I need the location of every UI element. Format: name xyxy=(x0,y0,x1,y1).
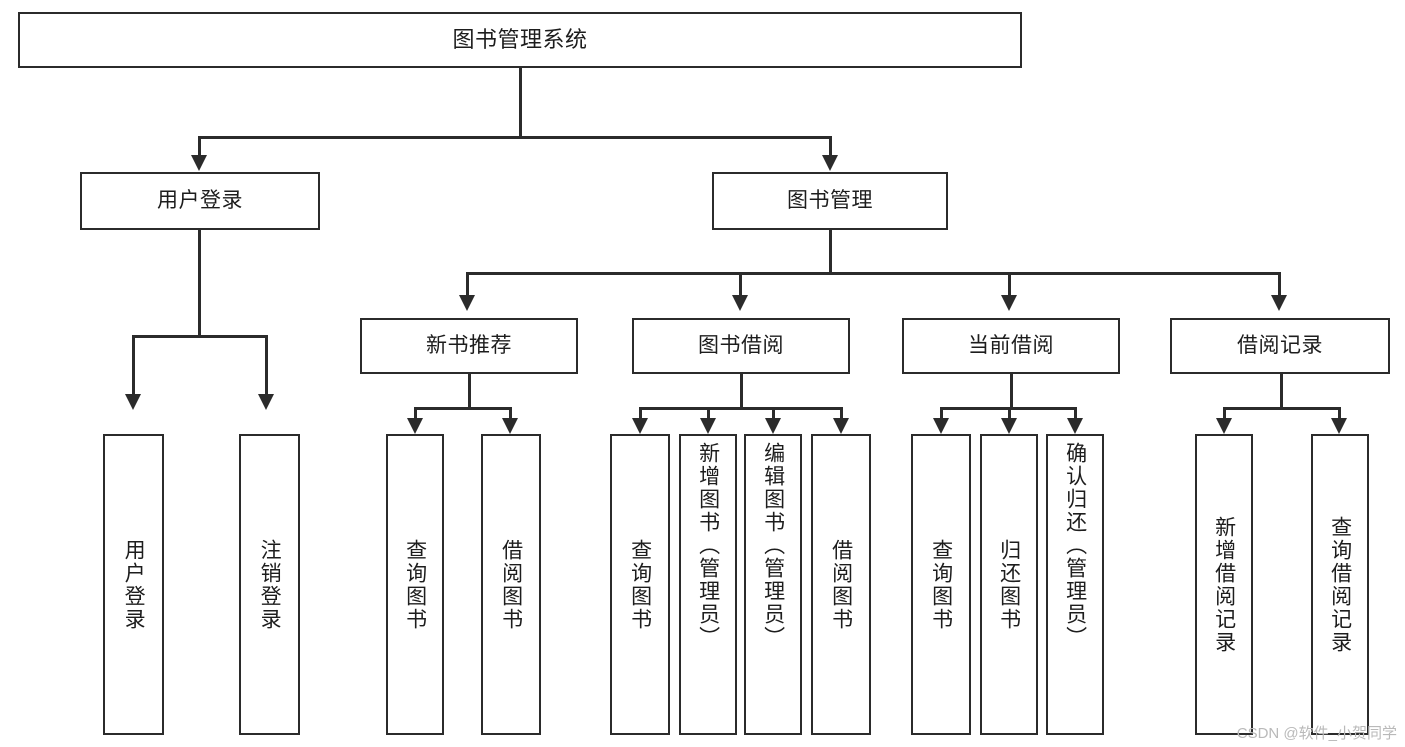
arrowhead-tier2-current xyxy=(1001,295,1017,311)
connector-borrow-drop-2 xyxy=(707,407,710,421)
connector-tier2-drop-newbook xyxy=(466,272,469,298)
connector-tier1-drop-login xyxy=(198,136,201,158)
leaf-borrow-book[interactable]: 借阅图书 xyxy=(811,434,871,735)
node-root-system[interactable]: 图书管理系统 xyxy=(18,12,1022,68)
connector-borrow-stem xyxy=(740,374,743,410)
arrowhead-borrow-leaf-3 xyxy=(765,418,781,434)
node-book-borrow[interactable]: 图书借阅 xyxy=(632,318,850,374)
leaf-label: 查询图书 xyxy=(628,538,652,631)
connector-login-stem xyxy=(198,230,201,337)
leaf-confirm-return[interactable]: 确认归还（管理员） xyxy=(1046,434,1104,735)
leaf-label: 新增图书（管理员） xyxy=(696,442,720,649)
leaf-label: 查询图书 xyxy=(929,538,953,631)
leaf-query-book-recommend[interactable]: 查询图书 xyxy=(386,434,444,735)
leaf-label: 借阅图书 xyxy=(499,538,523,631)
leaf-label: 注销登录 xyxy=(258,538,282,631)
arrowhead-newbook-leaf-2 xyxy=(502,418,518,434)
leaf-edit-book[interactable]: 编辑图书（管理员） xyxy=(744,434,802,735)
leaf-user-login[interactable]: 用户登录 xyxy=(103,434,164,735)
connector-tier1-drop-bookmgmt xyxy=(829,136,832,158)
node-label: 图书管理 xyxy=(787,188,873,212)
connector-borrow-bus xyxy=(639,407,843,410)
node-book-management[interactable]: 图书管理 xyxy=(712,172,948,230)
arrowhead-tier1-login xyxy=(191,155,207,171)
arrowhead-current-leaf-1 xyxy=(933,418,949,434)
arrowhead-record-leaf-2 xyxy=(1331,418,1347,434)
connector-tier1-bus xyxy=(198,136,832,139)
arrowhead-tier2-record xyxy=(1271,295,1287,311)
leaf-label: 查询图书 xyxy=(403,538,427,631)
node-label: 图书借阅 xyxy=(698,333,784,357)
arrowhead-tier2-borrow xyxy=(732,295,748,311)
leaf-borrow-book-recommend[interactable]: 借阅图书 xyxy=(481,434,541,735)
leaf-label: 新增借阅记录 xyxy=(1212,515,1236,654)
connector-borrow-drop-3 xyxy=(772,407,775,421)
connector-newbook-drop-2 xyxy=(509,407,512,421)
arrowhead-current-leaf-3 xyxy=(1067,418,1083,434)
node-current-borrow[interactable]: 当前借阅 xyxy=(902,318,1120,374)
leaf-logout[interactable]: 注销登录 xyxy=(239,434,300,735)
connector-record-bus xyxy=(1223,407,1341,410)
connector-root-stem xyxy=(519,68,522,138)
arrowhead-borrow-leaf-1 xyxy=(632,418,648,434)
leaf-label: 查询借阅记录 xyxy=(1328,515,1352,654)
connector-tier2-drop-current xyxy=(1008,272,1011,298)
connector-current-drop-3 xyxy=(1074,407,1077,421)
connector-login-drop-2 xyxy=(265,335,268,397)
node-label: 图书管理系统 xyxy=(452,27,588,53)
arrowhead-record-leaf-1 xyxy=(1216,418,1232,434)
arrowhead-newbook-leaf-1 xyxy=(407,418,423,434)
leaf-label: 编辑图书（管理员） xyxy=(761,442,785,649)
connector-newbook-bus xyxy=(414,407,512,410)
connector-record-stem xyxy=(1280,374,1283,410)
connector-record-drop-2 xyxy=(1338,407,1341,421)
connector-tier2-drop-record xyxy=(1278,272,1281,298)
leaf-query-borrow-record[interactable]: 查询借阅记录 xyxy=(1311,434,1369,735)
connector-current-drop-1 xyxy=(940,407,943,421)
node-borrow-record[interactable]: 借阅记录 xyxy=(1170,318,1390,374)
connector-current-stem xyxy=(1010,374,1013,410)
arrowhead-tier1-bookmgmt xyxy=(822,155,838,171)
connector-tier2-drop-borrow xyxy=(739,272,742,298)
connector-borrow-drop-1 xyxy=(639,407,642,421)
connector-login-drop-1 xyxy=(132,335,135,397)
node-label: 用户登录 xyxy=(157,188,243,212)
arrowhead-borrow-leaf-4 xyxy=(833,418,849,434)
node-label: 当前借阅 xyxy=(968,333,1054,357)
node-label: 借阅记录 xyxy=(1237,333,1323,357)
leaf-label: 确认归还（管理员） xyxy=(1063,442,1087,649)
connector-record-drop-1 xyxy=(1223,407,1226,421)
leaf-add-borrow-record[interactable]: 新增借阅记录 xyxy=(1195,434,1253,735)
connector-login-bus xyxy=(132,335,267,338)
leaf-query-book-borrow[interactable]: 查询图书 xyxy=(610,434,670,735)
leaf-label: 用户登录 xyxy=(122,538,146,631)
connector-bookmgmt-stem xyxy=(829,230,832,274)
arrowhead-login-leaf-2 xyxy=(258,394,274,410)
connector-newbook-drop-1 xyxy=(414,407,417,421)
connector-borrow-drop-4 xyxy=(840,407,843,421)
connector-newbook-stem xyxy=(468,374,471,410)
leaf-query-book-current[interactable]: 查询图书 xyxy=(911,434,971,735)
watermark-text: CSDN @软件_小贺同学 xyxy=(1236,725,1397,742)
node-label: 新书推荐 xyxy=(426,333,512,357)
connector-tier2-bus xyxy=(466,272,1278,275)
leaf-add-book[interactable]: 新增图书（管理员） xyxy=(679,434,737,735)
leaf-label: 借阅图书 xyxy=(829,538,853,631)
arrowhead-tier2-newbook xyxy=(459,295,475,311)
connector-current-drop-2 xyxy=(1008,407,1011,421)
node-user-login[interactable]: 用户登录 xyxy=(80,172,320,230)
arrowhead-current-leaf-2 xyxy=(1001,418,1017,434)
arrowhead-borrow-leaf-2 xyxy=(700,418,716,434)
arrowhead-login-leaf-1 xyxy=(125,394,141,410)
node-new-book-recommend[interactable]: 新书推荐 xyxy=(360,318,578,374)
leaf-return-book[interactable]: 归还图书 xyxy=(980,434,1038,735)
leaf-label: 归还图书 xyxy=(997,538,1021,631)
